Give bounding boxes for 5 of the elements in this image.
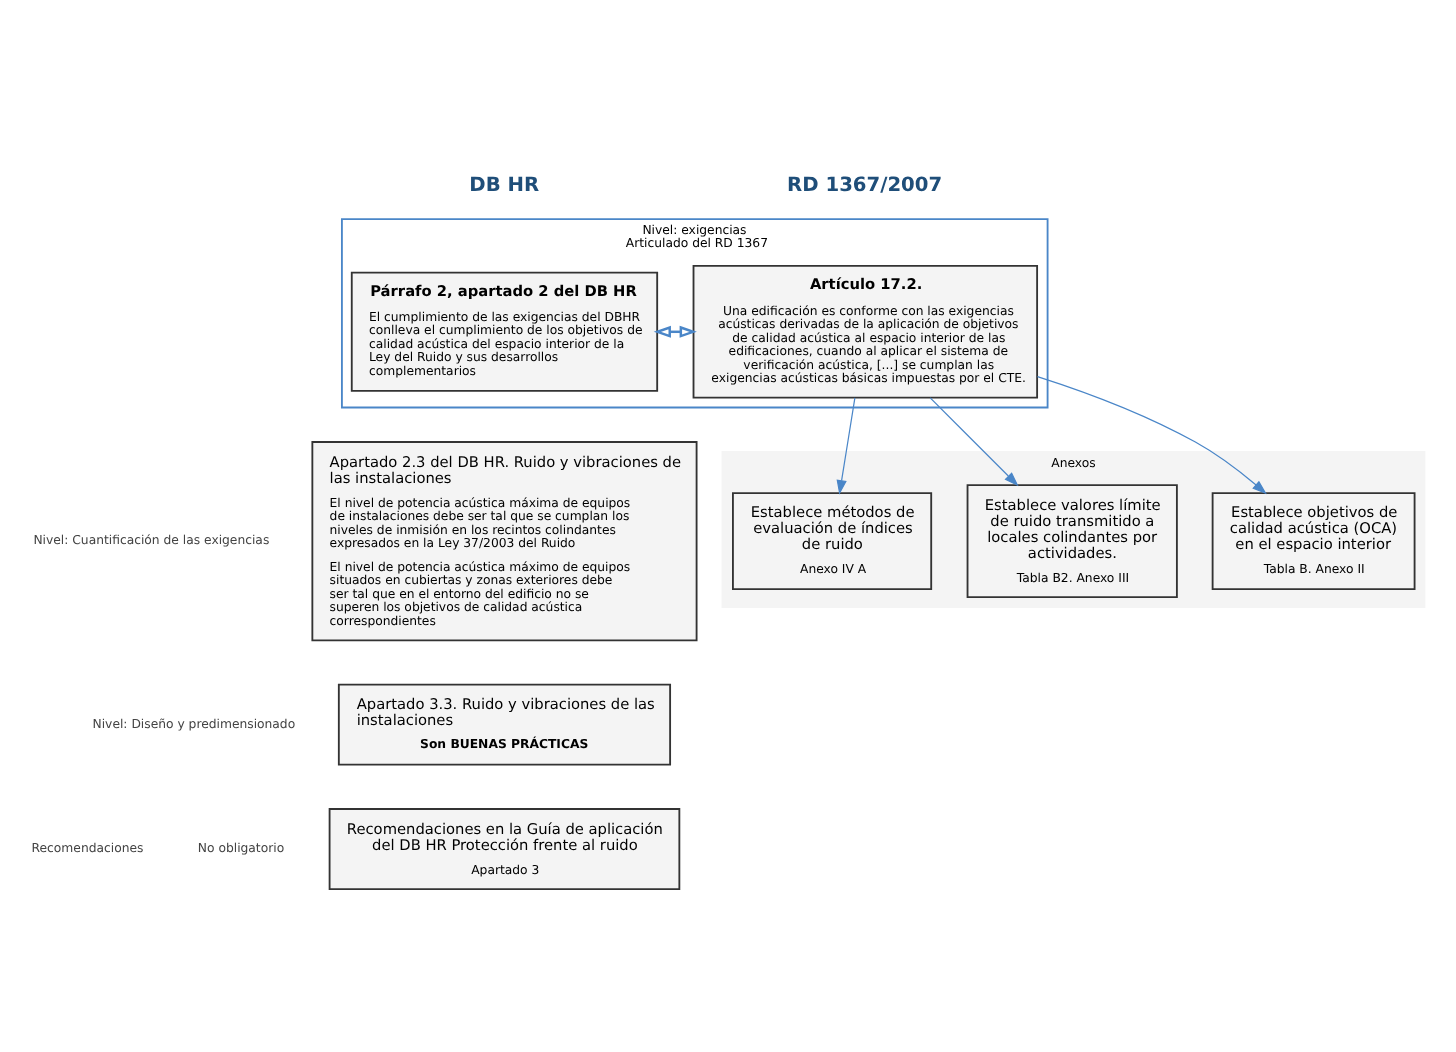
label: RD 1367/2007 (787, 173, 943, 196)
arrow (929, 396, 1019, 486)
arrow (1036, 374, 1267, 494)
arrow (836, 396, 856, 494)
label: DB HR (469, 173, 540, 196)
